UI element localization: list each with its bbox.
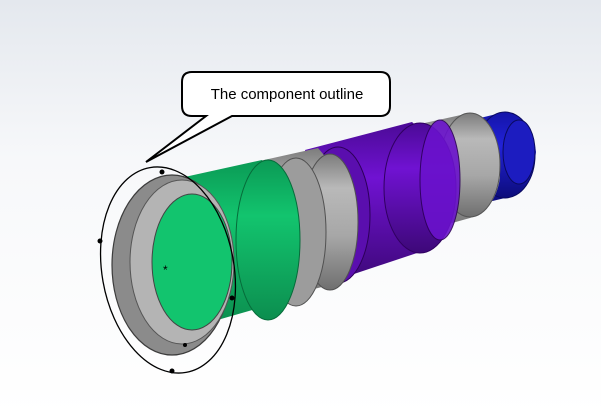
callout-bubble [145, 71, 391, 163]
sketch-point[interactable] [97, 238, 103, 244]
sketch-point[interactable] [159, 169, 165, 175]
front-gray-rim [111, 174, 235, 356]
component-outline-sketch[interactable]: * [85, 156, 251, 384]
sketch-point[interactable] [169, 368, 175, 374]
sketch-point[interactable] [183, 343, 187, 347]
sketch-center-marker[interactable]: * [163, 263, 168, 277]
sketch-point[interactable] [229, 295, 235, 301]
callout-label: The component outline [210, 85, 364, 103]
